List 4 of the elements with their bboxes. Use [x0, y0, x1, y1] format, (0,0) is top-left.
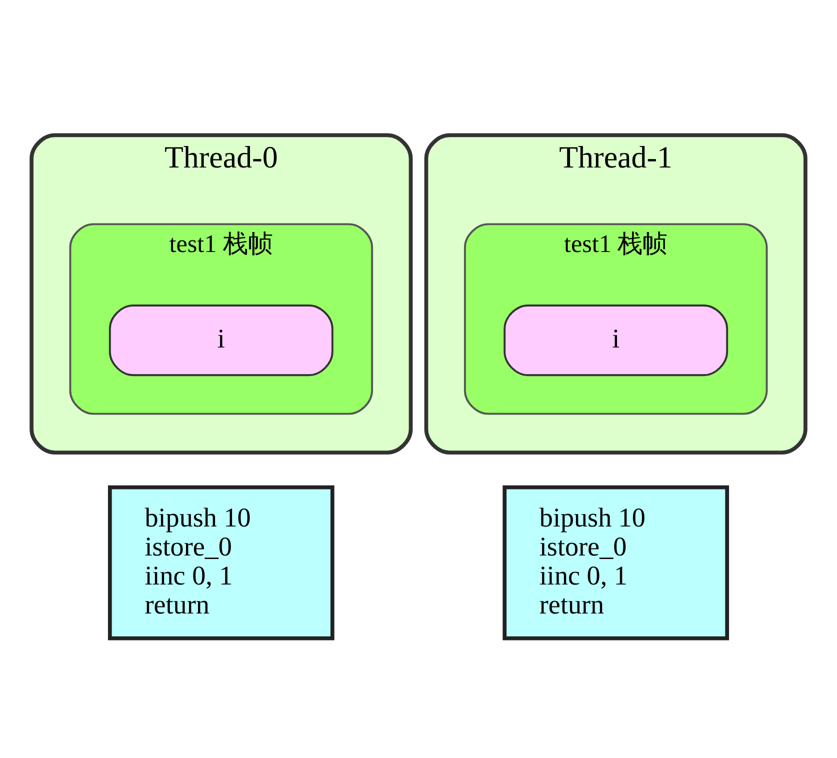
node-box: i — [504, 304, 728, 376]
node-box: i — [108, 304, 334, 376]
node-box: bipush 10 istore_0 iinc 0, 1 return — [502, 485, 730, 640]
node-box: bipush 10 istore_0 iinc 0, 1 return — [108, 485, 334, 640]
